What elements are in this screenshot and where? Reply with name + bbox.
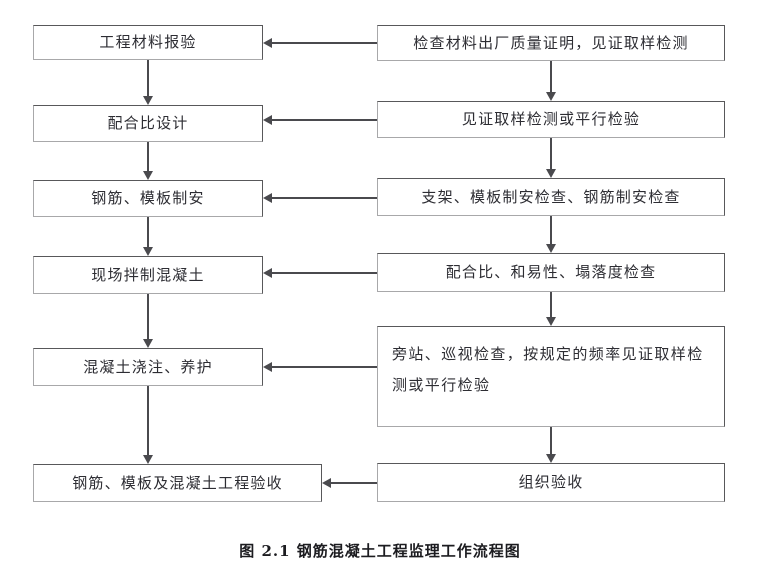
connector-left-3-4 [147, 217, 149, 247]
flow-node-label: 钢筋、模板制安 [91, 189, 205, 208]
connector-cross-1 [272, 42, 377, 44]
flow-node-label: 钢筋、模板及混凝土工程验收 [72, 473, 283, 492]
flow-node-label: 配合比设计 [107, 114, 189, 133]
connector-cross-6 [331, 482, 377, 484]
connector-left-4-5 [147, 294, 149, 339]
arrow-left-cross-1 [263, 38, 272, 48]
flow-node-right-6[interactable]: 组织验收 [377, 463, 725, 502]
connector-right-4-5 [550, 292, 552, 317]
connector-right-2-3 [550, 138, 552, 169]
flow-node-label: 现场拌制混凝土 [91, 265, 205, 284]
flow-node-label: 工程材料报验 [99, 33, 197, 52]
flow-node-label: 旁站、巡视检查，按规定的频率见证取样检测或平行检验 [392, 345, 704, 394]
arrow-left-cross-3 [263, 193, 272, 203]
connector-left-2-3 [147, 142, 149, 171]
arrow-left-cross-6 [322, 478, 331, 488]
flow-node-right-4[interactable]: 配合比、和易性、塌落度检查 [377, 253, 725, 292]
arrow-left-cross-4 [263, 268, 272, 278]
arrow-down-right-4-5 [546, 317, 556, 326]
flow-node-label: 配合比、和易性、塌落度检查 [445, 263, 657, 282]
flow-node-right-2[interactable]: 见证取样检测或平行检验 [377, 101, 725, 138]
arrow-left-cross-5 [263, 362, 272, 372]
connector-cross-2 [272, 119, 377, 121]
arrow-down-left-3-4 [143, 247, 153, 256]
arrow-down-left-4-5 [143, 339, 153, 348]
flow-node-label: 支架、模板制安检查、钢筋制安检查 [421, 187, 681, 206]
connector-cross-4 [272, 272, 377, 274]
connector-left-5-6 [147, 386, 149, 455]
connector-right-3-4 [550, 216, 552, 244]
flow-node-left-3[interactable]: 钢筋、模板制安 [33, 180, 263, 217]
flow-node-label: 混凝土浇注、养护 [83, 357, 213, 376]
flow-node-right-5[interactable]: 旁站、巡视检查，按规定的频率见证取样检测或平行检验 [377, 326, 725, 427]
arrow-down-left-1-2 [143, 96, 153, 105]
figure-caption: 图 2.1 钢筋混凝土工程监理工作流程图 [239, 542, 521, 560]
arrow-down-left-2-3 [143, 171, 153, 180]
arrow-left-cross-2 [263, 115, 272, 125]
connector-left-1-2 [147, 60, 149, 96]
flow-node-label: 组织验收 [518, 473, 584, 492]
arrow-down-right-3-4 [546, 244, 556, 253]
flow-node-left-6[interactable]: 钢筋、模板及混凝土工程验收 [33, 464, 322, 502]
connector-right-1-2 [550, 61, 552, 92]
flow-node-left-1[interactable]: 工程材料报验 [33, 25, 263, 60]
flow-node-left-5[interactable]: 混凝土浇注、养护 [33, 348, 263, 386]
flow-node-label: 见证取样检测或平行检验 [461, 110, 641, 129]
arrow-down-right-5-6 [546, 454, 556, 463]
connector-cross-3 [272, 197, 377, 199]
arrow-down-left-5-6 [143, 455, 153, 464]
flow-node-left-2[interactable]: 配合比设计 [33, 105, 263, 142]
flow-node-left-4[interactable]: 现场拌制混凝土 [33, 256, 263, 294]
arrow-down-right-2-3 [546, 169, 556, 178]
connector-cross-5 [272, 366, 377, 368]
connector-right-5-6 [550, 427, 552, 454]
flow-node-label: 检查材料出厂质量证明，见证取样检测 [413, 33, 689, 52]
arrow-down-right-1-2 [546, 92, 556, 101]
flow-node-right-3[interactable]: 支架、模板制安检查、钢筋制安检查 [377, 178, 725, 216]
flow-node-right-1[interactable]: 检查材料出厂质量证明，见证取样检测 [377, 25, 725, 61]
